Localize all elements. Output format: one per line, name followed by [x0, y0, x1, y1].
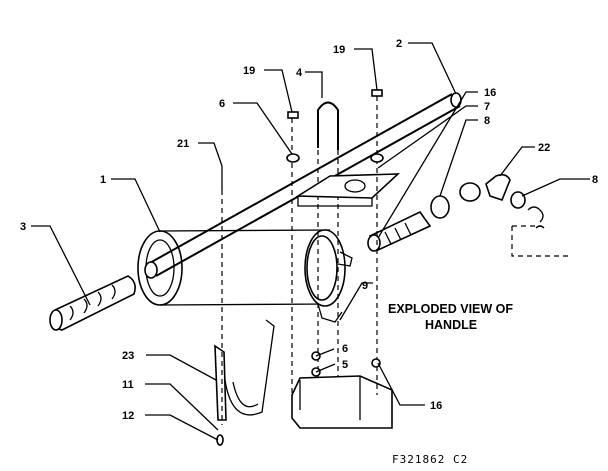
end-cap	[304, 229, 353, 323]
callout-8b: 8	[592, 174, 598, 186]
hose-coupling	[367, 173, 526, 252]
fasteners	[216, 89, 384, 446]
handle-rod	[144, 92, 462, 279]
callout-6a: 6	[219, 98, 225, 110]
callout-16a: 16	[484, 87, 496, 99]
diagram-title-line2: HANDLE	[425, 318, 477, 332]
diagram-title-line1: EXPLODED VIEW OF	[388, 302, 513, 316]
leader-lines	[31, 42, 590, 441]
callout-19a: 19	[243, 65, 255, 77]
callout-12: 12	[122, 410, 134, 422]
callout-8a: 8	[484, 115, 490, 127]
callout-11: 11	[122, 379, 134, 391]
mounting-bracket	[295, 173, 401, 207]
detail-box	[511, 225, 572, 257]
callout-23: 23	[122, 350, 134, 362]
callout-3: 3	[20, 221, 26, 233]
base-block	[291, 375, 393, 429]
callout-19b: 19	[333, 44, 345, 56]
callout-9: 9	[362, 280, 368, 292]
detail-hardware	[527, 206, 545, 229]
callout-1: 1	[100, 174, 106, 186]
callout-6b: 6	[342, 343, 348, 355]
cylinder-body	[137, 229, 331, 306]
callout-22: 22	[538, 142, 550, 154]
callout-4: 4	[296, 67, 303, 79]
callout-21: 21	[177, 138, 189, 150]
handle-grip	[49, 275, 136, 331]
callout-16b: 16	[430, 400, 442, 412]
strap-bracket	[214, 319, 275, 421]
drawing-code: F321862 C2	[392, 453, 468, 466]
callout-2: 2	[396, 38, 402, 50]
callout-7: 7	[484, 101, 490, 113]
callout-5: 5	[342, 359, 348, 371]
